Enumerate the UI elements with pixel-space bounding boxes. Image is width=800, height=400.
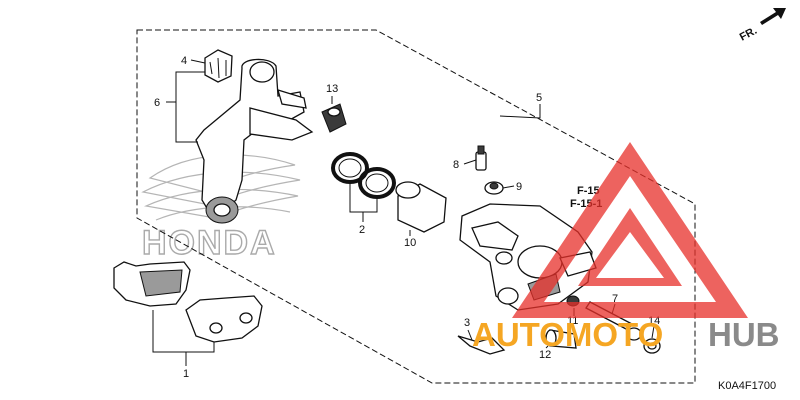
callout-5: 5 xyxy=(536,92,542,104)
pad-spring xyxy=(204,49,233,83)
watermark-logo xyxy=(512,142,748,318)
watermark-text-automoto: AUTOMOTO xyxy=(472,316,663,353)
callout-2: 2 xyxy=(359,224,365,236)
leader-lines xyxy=(152,59,655,366)
pin-plug xyxy=(643,338,661,354)
caliper-bracket xyxy=(195,58,314,224)
catalog-code: K0A4F1700 xyxy=(718,380,776,392)
front-arrow-icon xyxy=(760,8,786,25)
front-indicator: FR. xyxy=(738,25,759,44)
bleeder-screw xyxy=(475,145,487,171)
caliper-body xyxy=(459,203,597,311)
assembly-frame xyxy=(136,29,696,384)
piston-seal-set xyxy=(331,152,396,199)
caliper-pin-bolt xyxy=(545,329,577,349)
callout-4: 4 xyxy=(181,55,187,67)
callout-1: 1 xyxy=(183,368,189,380)
watermark-text-hub: HUB xyxy=(708,316,780,353)
honda-wordmark: HONDA xyxy=(142,224,277,262)
callout-3: 3 xyxy=(464,317,470,329)
callout-13: 13 xyxy=(326,83,338,95)
callout-8: 8 xyxy=(453,159,459,171)
pin-boot xyxy=(321,103,347,133)
callout-7: 7 xyxy=(612,293,618,305)
ref-f15: F-15 xyxy=(577,185,600,197)
callout-9: 9 xyxy=(516,181,522,193)
callout-12: 12 xyxy=(539,349,551,361)
callout-10: 10 xyxy=(404,237,416,249)
caliper-piston xyxy=(395,181,447,233)
bleeder-cap xyxy=(484,181,504,195)
callout-11: 11 xyxy=(567,315,578,327)
brake-pad-set xyxy=(113,261,263,343)
pad-retainer xyxy=(457,335,506,355)
callout-6: 6 xyxy=(154,97,160,109)
